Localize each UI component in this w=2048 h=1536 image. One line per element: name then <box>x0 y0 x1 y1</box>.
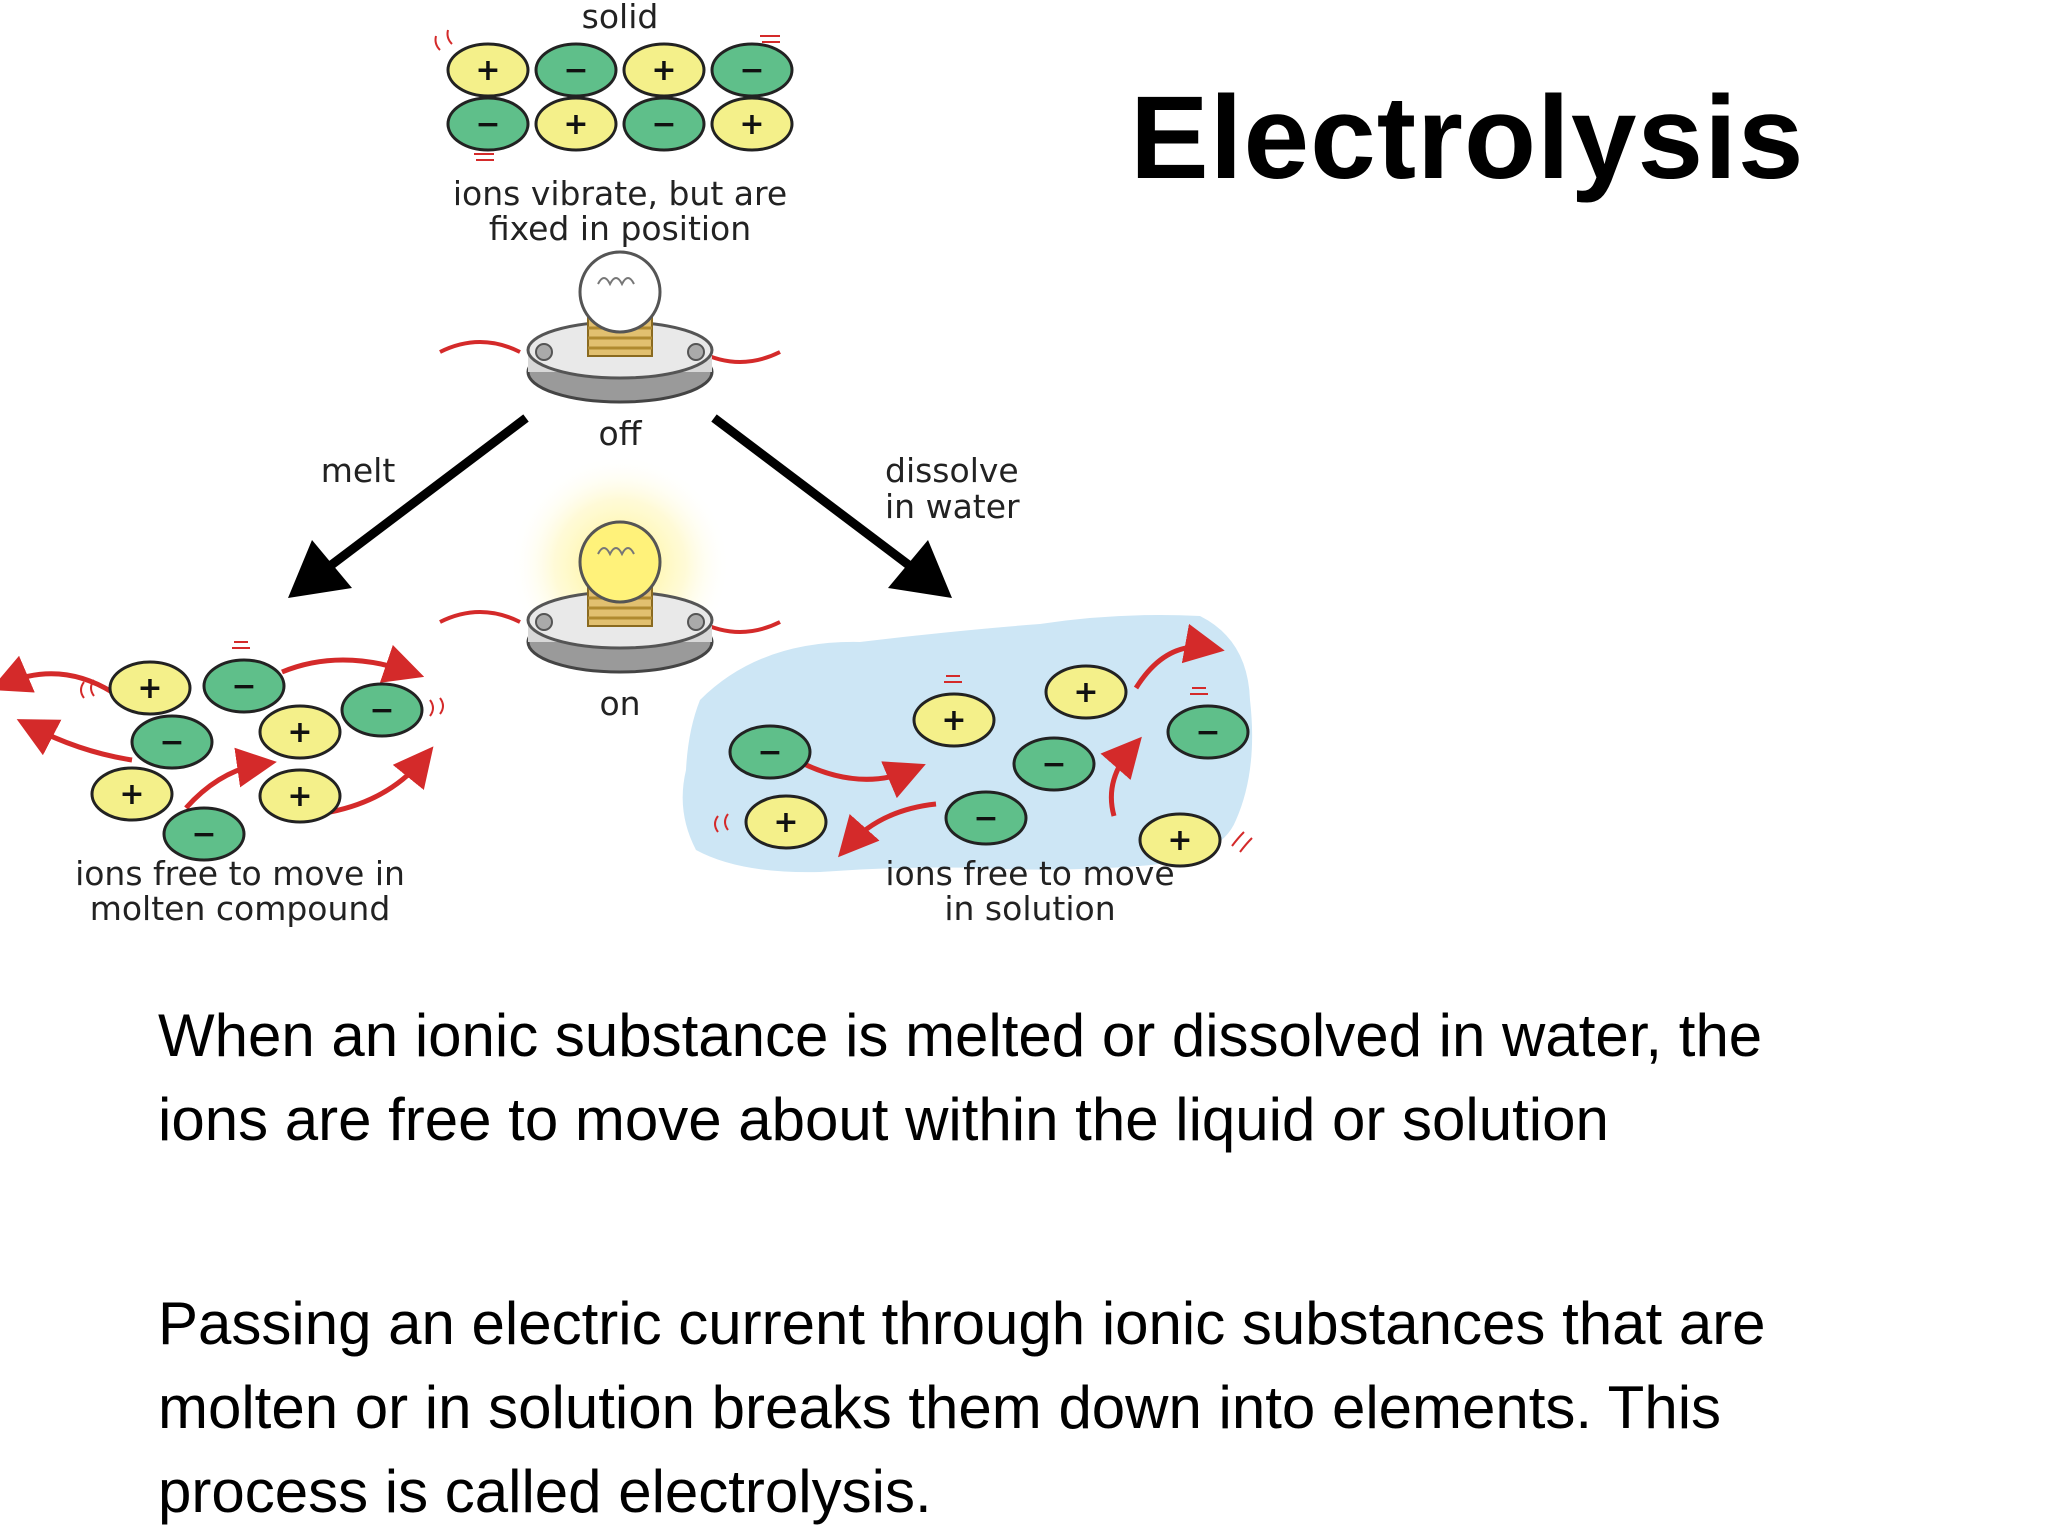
molten-caption-line-1: ions free to move in <box>75 854 405 893</box>
dissolve-label-line-2: in water <box>885 487 1020 526</box>
svg-text:−: − <box>651 107 676 142</box>
svg-text:+: + <box>773 805 798 840</box>
ion-negative: − <box>728 724 812 780</box>
ion-negative: − <box>710 42 794 98</box>
ion-negative: − <box>622 96 706 152</box>
ion-positive: + <box>912 692 996 748</box>
svg-text:−: − <box>191 817 216 852</box>
melt-arrow <box>288 414 529 598</box>
svg-text:+: + <box>287 715 312 750</box>
solid-caption-line-2: fixed in position <box>489 209 751 248</box>
ion-negative: − <box>340 682 424 738</box>
dissolve-arrow <box>711 414 952 598</box>
ion-positive: + <box>744 794 828 850</box>
svg-text:−: − <box>739 53 764 88</box>
svg-text:+: + <box>563 107 588 142</box>
svg-text:−: − <box>231 669 256 704</box>
ion-positive: + <box>108 660 192 716</box>
molten-caption-line-2: molten compound <box>90 889 391 928</box>
ion-positive: + <box>1138 812 1222 868</box>
solid-label: solid <box>582 0 659 36</box>
solution-caption-line-2: in solution <box>944 889 1115 928</box>
slide-title: Electrolysis <box>1130 72 1805 204</box>
ion-positive: + <box>622 42 706 98</box>
svg-text:−: − <box>159 725 184 760</box>
svg-text:−: − <box>973 801 998 836</box>
ion-positive: + <box>258 704 342 760</box>
ion-negative: − <box>1012 736 1096 792</box>
ion-negative: − <box>202 658 286 714</box>
svg-text:+: + <box>475 53 500 88</box>
dissolve-label-line-1: dissolve <box>885 451 1019 490</box>
solution-caption-line-1: ions free to move <box>885 854 1174 893</box>
svg-text:+: + <box>651 53 676 88</box>
ion-negative: − <box>944 790 1028 846</box>
ion-positive: + <box>1044 664 1128 720</box>
bulb-off <box>439 250 781 404</box>
svg-text:+: + <box>941 703 966 738</box>
svg-text:+: + <box>137 671 162 706</box>
ionic-conduction-diagram: solid + − + − − + − + ions vibrate, but … <box>0 0 1253 928</box>
body-paragraph-1: When an ionic substance is melted or dis… <box>158 1002 1763 1153</box>
ion-positive: + <box>446 42 530 98</box>
svg-text:−: − <box>757 735 782 770</box>
svg-text:+: + <box>119 777 144 812</box>
ion-negative: − <box>1166 704 1250 760</box>
solid-caption-line-1: ions vibrate, but are <box>453 174 787 213</box>
svg-text:−: − <box>1041 747 1066 782</box>
ion-negative: − <box>162 806 246 862</box>
bulb-on <box>439 455 781 675</box>
svg-text:+: + <box>1073 675 1098 710</box>
ion-positive: + <box>90 766 174 822</box>
svg-text:−: − <box>1195 715 1220 750</box>
ion-positive: + <box>258 768 342 824</box>
ion-negative: − <box>534 42 618 98</box>
ion-negative: − <box>446 96 530 152</box>
melt-label: melt <box>321 451 396 490</box>
svg-text:−: − <box>369 693 394 728</box>
svg-text:+: + <box>739 107 764 142</box>
ion-positive: + <box>710 96 794 152</box>
svg-text:+: + <box>1167 823 1192 858</box>
bulb-on-label: on <box>599 684 640 723</box>
solution: + + − − − + − + <box>682 615 1253 873</box>
svg-text:+: + <box>287 779 312 814</box>
svg-text:−: − <box>563 53 588 88</box>
ion-negative: − <box>130 714 214 770</box>
bulb-off-label: off <box>599 414 643 453</box>
body-paragraph-2: Passing an electric current through ioni… <box>158 1290 1766 1525</box>
svg-text:−: − <box>475 107 500 142</box>
molten-compound: + − − − + + + − <box>0 641 444 862</box>
solid-lattice: + − + − − + − + <box>434 29 794 161</box>
ion-positive: + <box>534 96 618 152</box>
